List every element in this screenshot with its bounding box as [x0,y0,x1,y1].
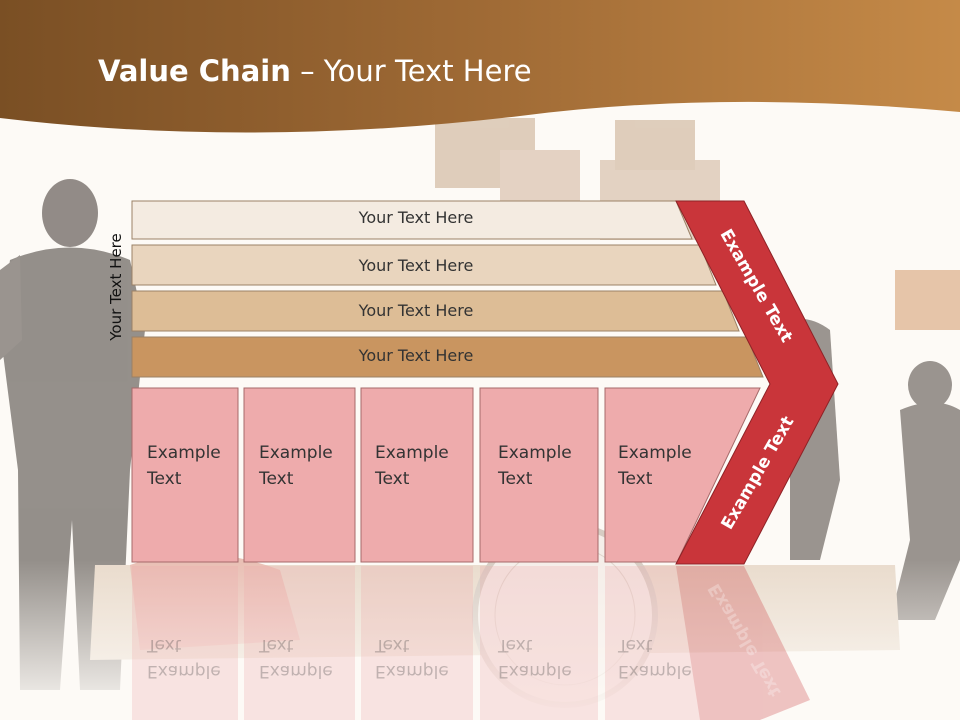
row-label-2: Your Text Here [358,256,474,275]
box-reflection-shape-4 [480,566,598,720]
reflection [132,566,810,720]
box-reflection-shape-5 [605,566,760,720]
chevron-reflection-shape [676,566,810,720]
row-label-3: Your Text Here [358,301,474,320]
chevron-shape [675,200,839,565]
title-bold: Value Chain [98,54,291,88]
activity-box-4 [479,387,599,563]
side-label: Your Text Here [107,233,125,341]
header-band [0,0,960,133]
activity-box-2 [243,387,356,563]
row-label-4: Your Text Here [358,346,474,365]
box-reflection-shape-3 [361,566,473,720]
row-label-1: Your Text Here [358,208,474,227]
box-reflection-shape-1 [132,566,238,720]
page-title: Value Chain – Your Text Here [98,54,532,88]
row-band-4 [131,336,764,378]
row-band-3 [131,290,740,332]
row-band-2 [131,244,717,286]
activity-box-3 [360,387,474,563]
title-rest: – Your Text Here [290,54,532,88]
box-reflection-shape-2 [244,566,355,720]
value-rows [131,200,764,378]
row-band-1 [131,200,693,240]
activity-box-1 [131,387,239,563]
chevron-arrow [675,200,839,565]
activity-boxes [131,387,761,563]
